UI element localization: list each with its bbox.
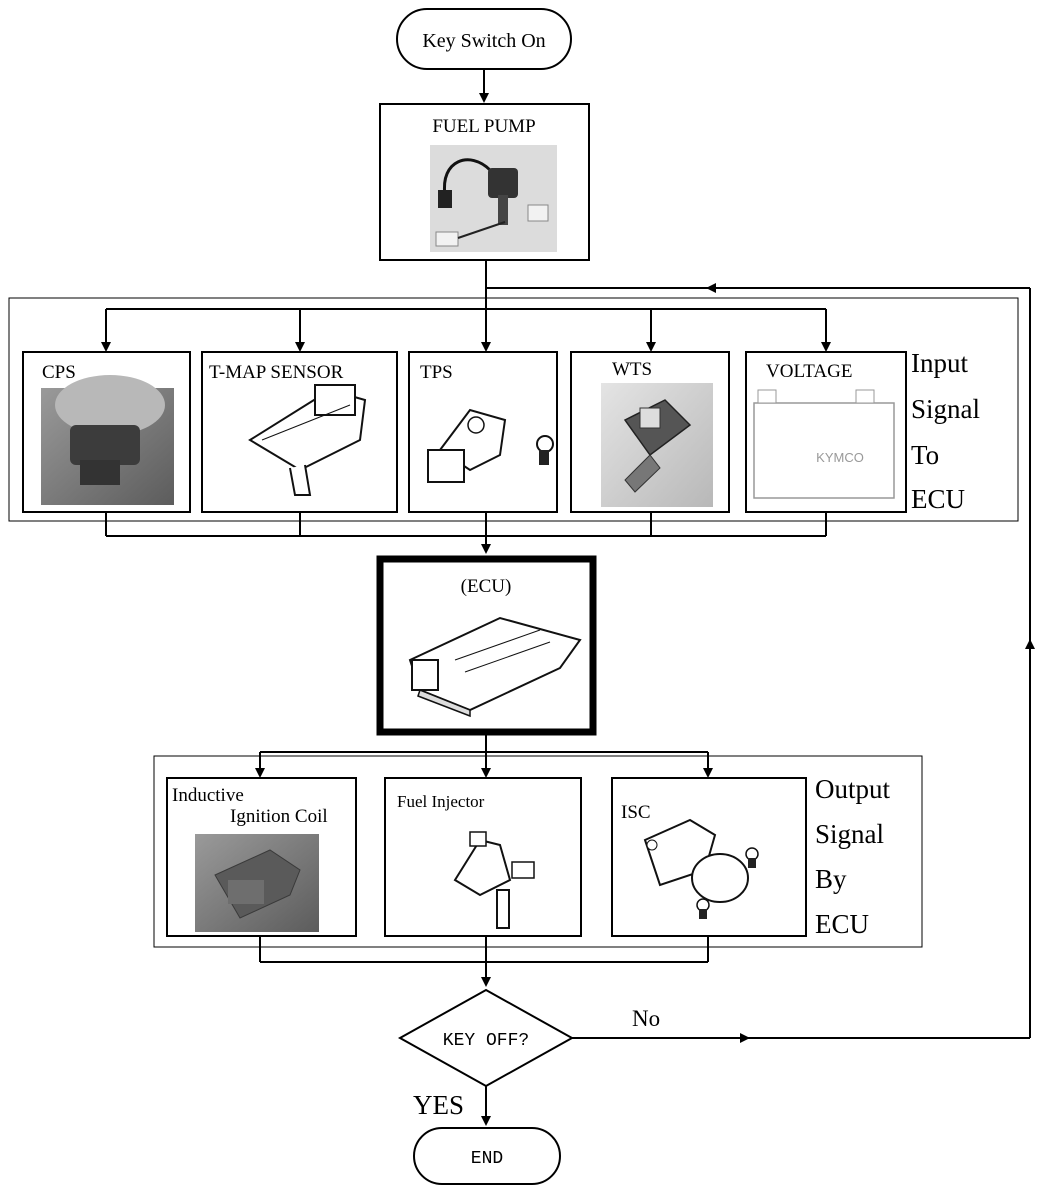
start-terminal: Key Switch On: [396, 8, 572, 70]
yes-label: YES: [413, 1090, 464, 1120]
start-label: Key Switch On: [422, 30, 545, 52]
input-group-label-line2: Signal: [911, 394, 980, 424]
isc-image: [643, 818, 759, 919]
isc-box: ISC: [611, 777, 807, 937]
end-label: END: [471, 1149, 503, 1169]
ignition-coil-label-line1: Inductive: [172, 785, 244, 806]
fuel-pump-box: FUEL PUMP: [379, 103, 590, 261]
fuel-injector-image: [453, 831, 535, 929]
input-group-label: Input Signal To ECU: [911, 348, 980, 514]
tps-label: TPS: [420, 362, 453, 383]
output-group-label-line3: By: [815, 864, 847, 894]
tps-image: [427, 408, 554, 483]
fuel-injector-label: Fuel Injector: [397, 792, 485, 811]
ignition-coil-image: [195, 834, 319, 932]
yes-branch: YES: [413, 1086, 491, 1126]
fuel-pump-image: [430, 145, 557, 252]
input-group-frame: [8, 297, 1019, 522]
ignition-coil-label-line2: Ignition Coil: [230, 806, 328, 827]
input-group-label-line4: ECU: [911, 484, 965, 514]
tmap-image: [248, 384, 367, 496]
key-off-decision: KEY OFF?: [397, 988, 575, 1088]
wts-box: WTS: [570, 351, 730, 513]
decision-label: KEY OFF?: [443, 1031, 529, 1051]
end-terminal: END: [413, 1127, 561, 1185]
ignition-coil-box: Inductive Ignition Coil: [166, 777, 357, 937]
no-branch: No: [486, 283, 1035, 1043]
no-label: No: [632, 1006, 660, 1031]
tps-box: TPS: [408, 351, 558, 513]
ecu-label: (ECU): [461, 576, 512, 597]
wts-label: WTS: [612, 359, 652, 380]
tmap-label: T-MAP SENSOR: [209, 362, 344, 383]
output-group-label-line1: Output: [815, 774, 891, 804]
fuel-pump-label: FUEL PUMP: [432, 116, 535, 137]
output-collector-lines: [259, 936, 709, 963]
cps-label: CPS: [42, 362, 76, 383]
output-group-label: Output Signal By ECU: [815, 774, 891, 939]
ecu-box: (ECU): [376, 555, 597, 736]
voltage-label: VOLTAGE: [766, 361, 852, 382]
tmap-sensor-box: T-MAP SENSOR: [201, 351, 398, 513]
wts-image: [601, 383, 713, 507]
isc-label: ISC: [621, 802, 651, 823]
input-group-label-line1: Input: [911, 348, 968, 378]
output-group-frame: [153, 755, 923, 948]
battery-image: KYMCO: [753, 389, 895, 499]
cps-box: CPS: [22, 351, 191, 513]
ecu-image: [408, 616, 582, 718]
battery-brand: KYMCO: [816, 450, 864, 465]
input-group-label-line3: To: [911, 440, 939, 470]
voltage-box: VOLTAGE KYMCO: [745, 351, 907, 513]
input-collector-lines: [105, 512, 827, 537]
output-group-label-line2: Signal: [815, 819, 884, 849]
cps-image: [41, 375, 174, 505]
output-group-label-line4: ECU: [815, 909, 869, 939]
fuel-injector-box: Fuel Injector: [384, 777, 582, 937]
